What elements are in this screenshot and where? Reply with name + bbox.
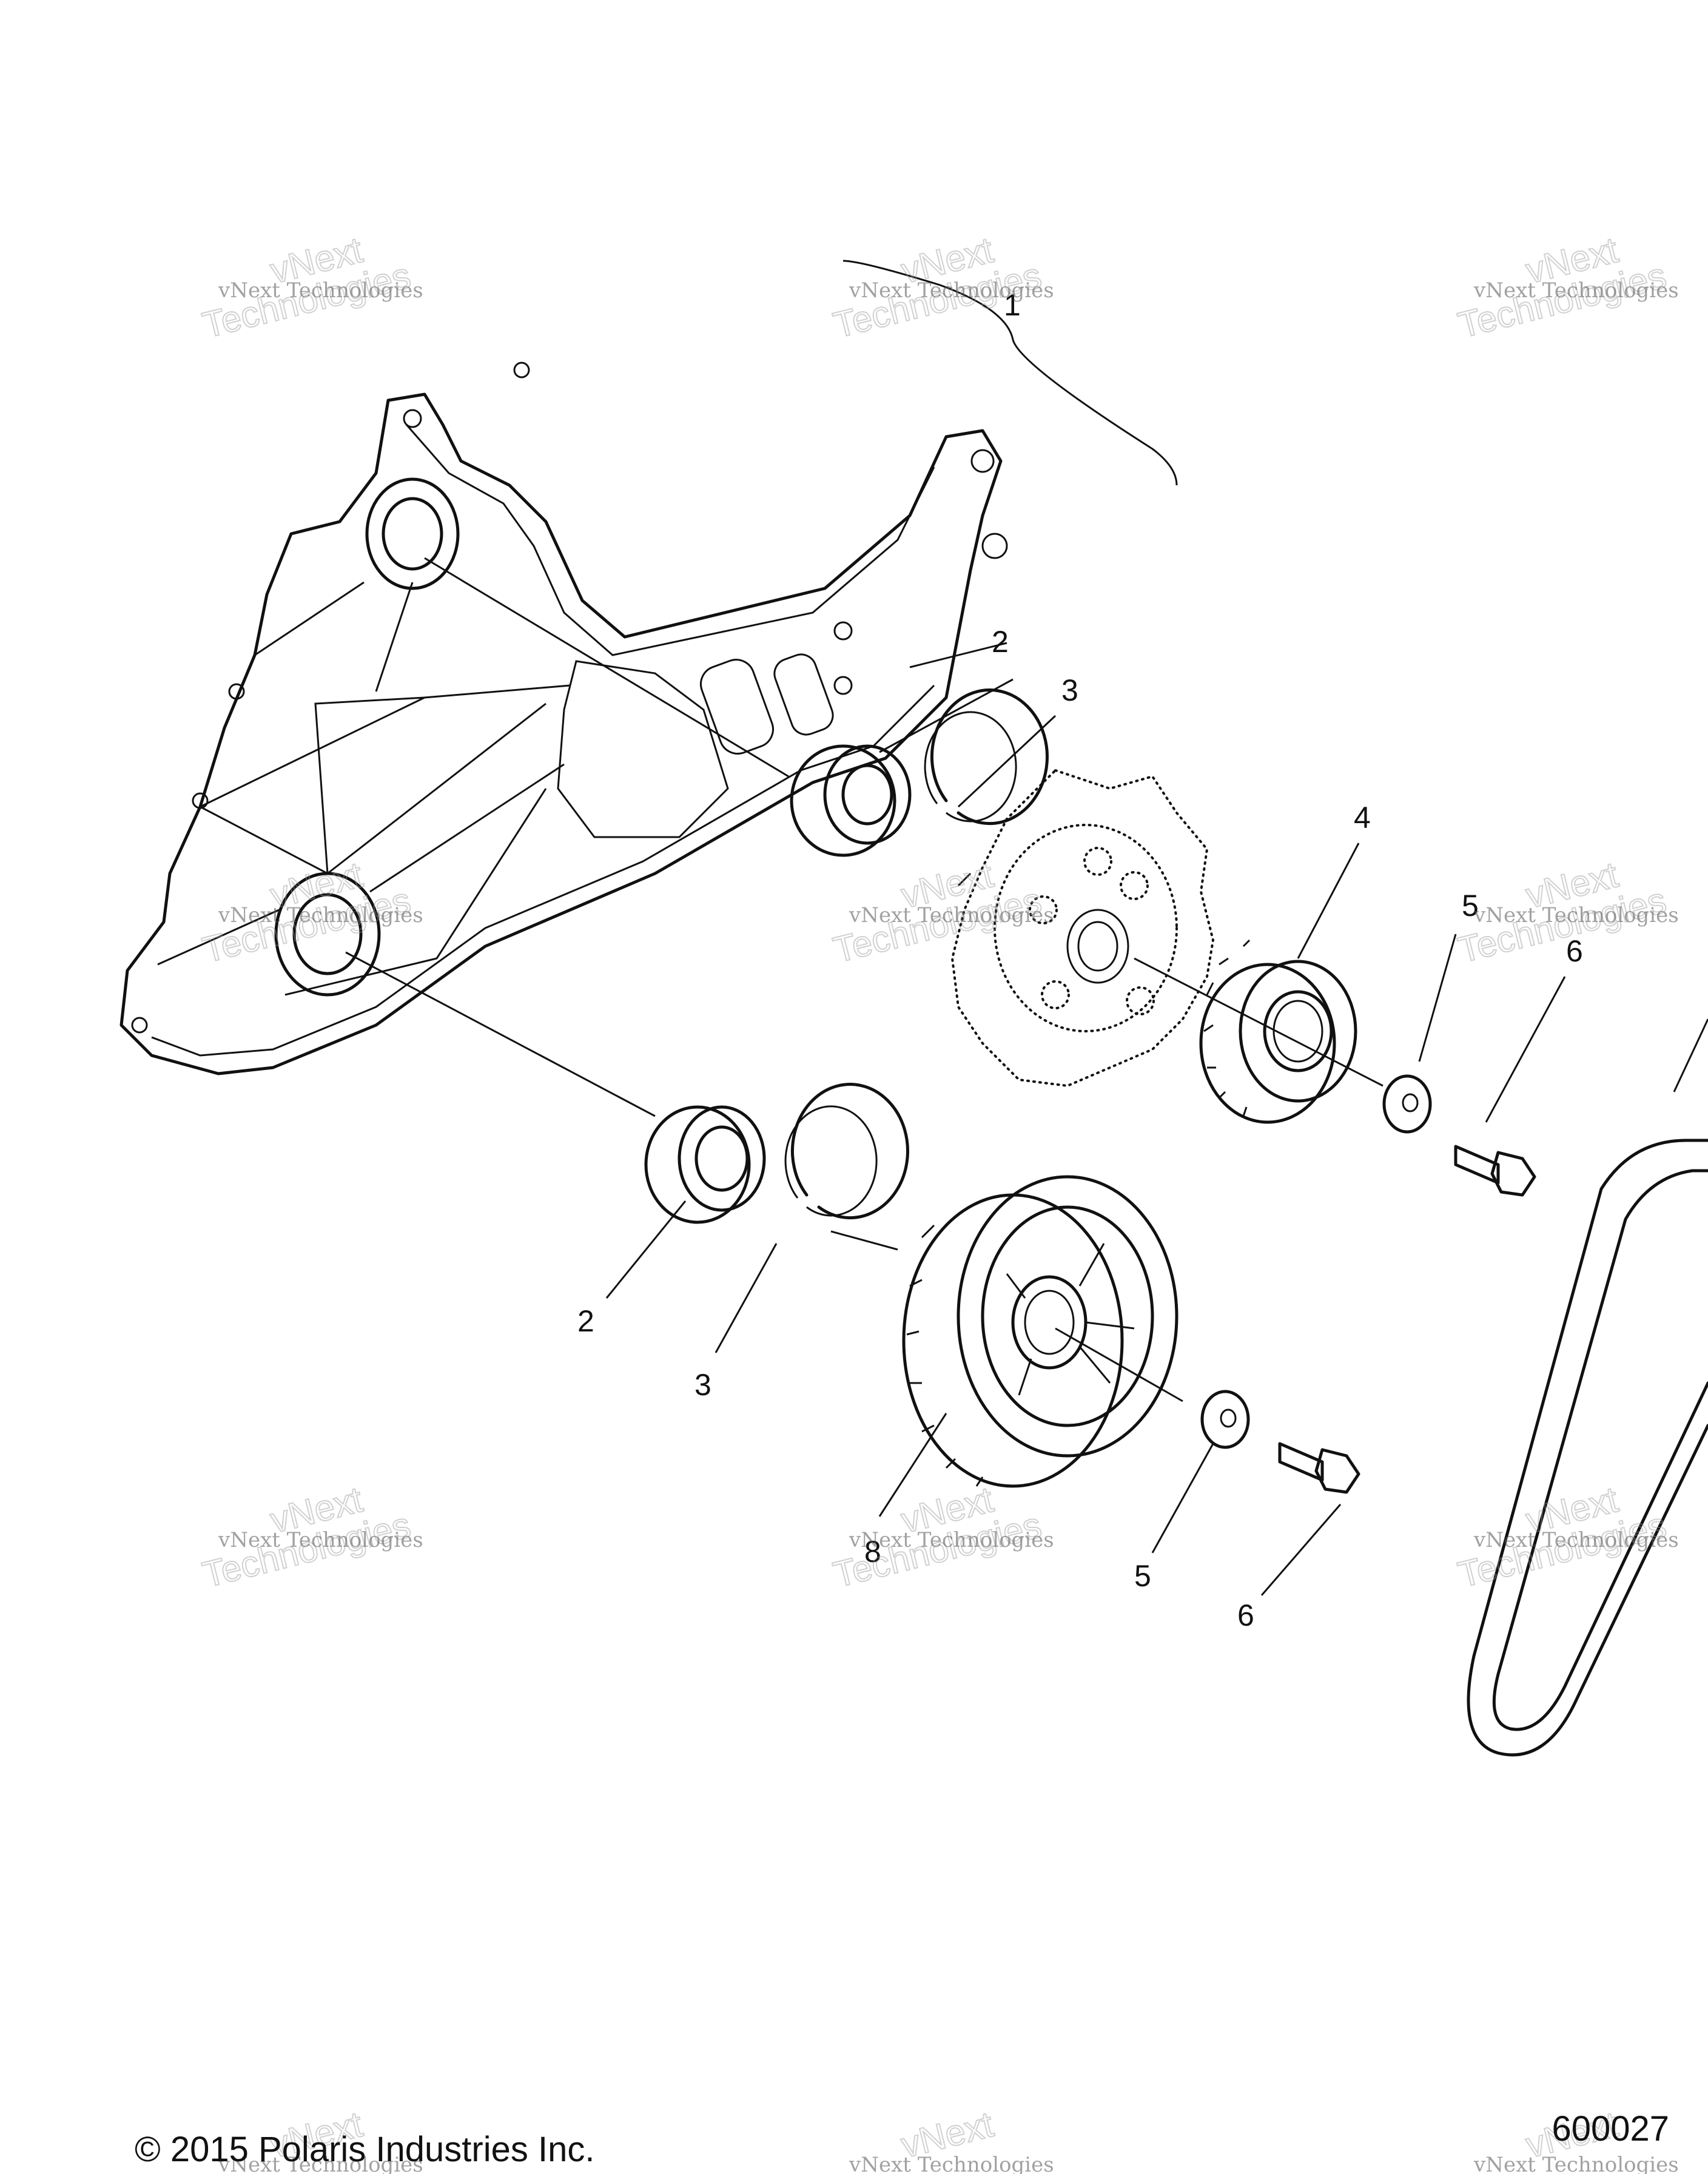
svg-text:vNext Technologies: vNext Technologies <box>218 2153 423 2174</box>
callout-5-upper: 5 <box>1462 889 1479 923</box>
svg-text:vNext Technologies: vNext Technologies <box>849 903 1054 927</box>
figure-number: 600027 <box>1552 2109 1669 2149</box>
upper-sprocket <box>1199 939 1357 1124</box>
snap-ring-upper <box>924 688 1049 826</box>
svg-text:vNext Technologies: vNext Technologies <box>849 2153 1054 2174</box>
assembly-bracket <box>842 260 1178 486</box>
chaincase-housing <box>119 362 1008 1075</box>
svg-text:vNext Technologies: vNext Technologies <box>218 278 423 303</box>
callout-1: 1 <box>1004 288 1021 322</box>
reference-sprocket-outline <box>950 769 1215 1088</box>
watermark-top-left: Technologies vNext vNext Technologies <box>198 229 423 346</box>
svg-text:vNext Technologies: vNext Technologies <box>1473 903 1679 927</box>
callouts: 1 2 3 4 5 6 2 3 8 5 6 <box>577 288 1583 1632</box>
svg-text:vNext Technologies: vNext Technologies <box>1473 1528 1679 1552</box>
svg-text:vNext Technologies: vNext Technologies <box>218 903 423 927</box>
svg-text:vNext Technologies: vNext Technologies <box>1473 278 1679 303</box>
watermark-mid-center: Technologies vNext vNext Technologies <box>829 853 1054 971</box>
copyright-notice: © 2015 Polaris Industries Inc. <box>135 2130 595 2169</box>
watermark-low-left: Technologies vNext vNext Technologies <box>198 1478 423 1596</box>
callout-2-lower: 2 <box>577 1304 594 1338</box>
watermark-bottom-right: vNext vNext Technologies <box>1473 2103 1679 2174</box>
callout-8: 8 <box>864 1535 881 1569</box>
washer-upper <box>1382 1074 1432 1134</box>
drive-chain <box>1467 1018 1708 1757</box>
watermark-mid-left: Technologies vNext vNext Technologies <box>198 853 423 971</box>
watermark-top-center: Technologies vNext vNext Technologies <box>829 229 1054 346</box>
svg-text:vNext Technologies: vNext Technologies <box>218 1528 423 1552</box>
bearing-lower <box>644 1105 766 1224</box>
callout-2-upper: 2 <box>992 625 1009 659</box>
callout-6-upper: 6 <box>1566 934 1583 968</box>
watermark-top-right: Technologies vNext vNext Technologies <box>1453 229 1679 346</box>
callout-3-lower: 3 <box>694 1368 711 1402</box>
callout-4: 4 <box>1354 801 1371 835</box>
callout-5-lower: 5 <box>1134 1559 1151 1593</box>
callout-6-lower: 6 <box>1237 1598 1254 1632</box>
svg-text:vNext Technologies: vNext Technologies <box>849 278 1054 303</box>
watermark-low-center: Technologies vNext vNext Technologies <box>829 1478 1054 1596</box>
callout-3-upper: 3 <box>1061 673 1078 707</box>
svg-text:vNext Technologies: vNext Technologies <box>1473 2153 1679 2174</box>
bolt-lower <box>1278 1442 1360 1494</box>
lower-sprocket <box>902 1175 1178 1488</box>
watermark-low-right: Technologies vNext vNext Technologies <box>1453 1478 1679 1596</box>
watermark-bottom-center: vNext vNext Technologies <box>849 2103 1054 2174</box>
watermark-mid-right: Technologies vNext vNext Technologies <box>1453 853 1679 971</box>
snap-ring-lower <box>784 1083 909 1220</box>
leader-lines <box>345 557 1566 1596</box>
svg-text:vNext Technologies: vNext Technologies <box>849 1528 1054 1552</box>
washer-lower <box>1200 1390 1250 1449</box>
bearing-upper <box>790 744 912 857</box>
bolt-upper <box>1454 1145 1536 1197</box>
